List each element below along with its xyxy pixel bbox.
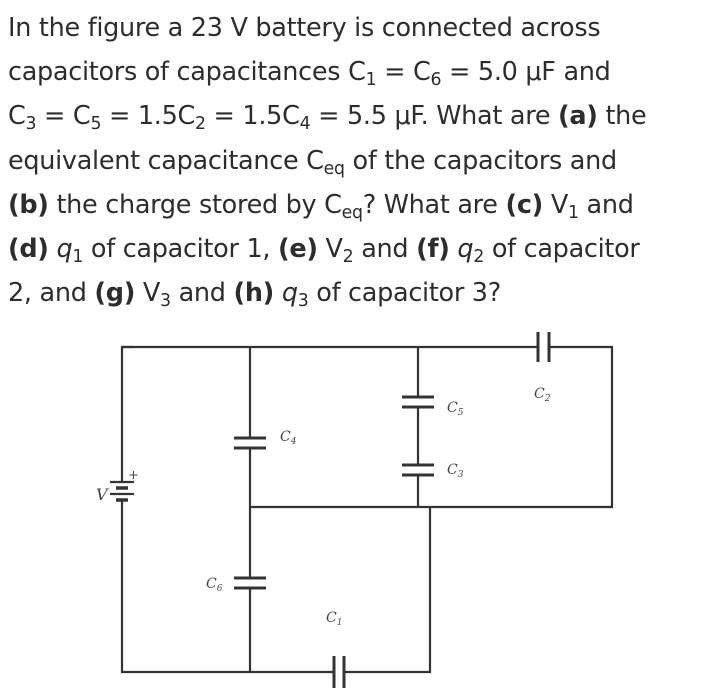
wire-bottom-right: [343, 507, 432, 674]
battery: [110, 480, 134, 502]
problem-line-2: capacitors of capacitances C1 = C6 = 5.0…: [8, 57, 611, 91]
problem-line-1: In the figure a 23 V battery is connecte…: [8, 13, 601, 43]
problem-line-3: C3 = C5 = 1.5C2 = 1.5C4 = 5.5 μF. What a…: [8, 101, 647, 135]
label-c3: C3: [447, 462, 464, 480]
circuit-diagram: + V C5 C2 C4 C3 C6 C1: [96, 332, 614, 688]
problem-line-5: (b) the charge stored by Ceq? What are (…: [8, 189, 634, 223]
problem-line-7: 2, and (g) V3 and (h) q3 of capacitor 3?: [8, 278, 501, 311]
problem-line-6: (d) q1 of capacitor 1, (e) V2 and (f) q2…: [8, 233, 640, 267]
circuit-wires: [120, 345, 614, 674]
battery-label: V: [96, 485, 109, 504]
label-c6: C6: [206, 576, 223, 594]
label-c4: C4: [280, 429, 297, 447]
battery-plus-sign: +: [128, 468, 139, 483]
problem-line-4: equivalent capacitance Ceq of the capaci…: [8, 145, 617, 179]
wire-left-top: [120, 345, 133, 482]
label-c2: C2: [534, 386, 551, 404]
label-c1: C1: [326, 610, 342, 628]
wire-right-and-middle: [250, 345, 614, 509]
problem-statement: In the figure a 23 V battery is connecte…: [8, 6, 708, 315]
label-c5: C5: [447, 400, 464, 418]
capacitor-plates: [234, 332, 551, 688]
wire-left-bottom: [120, 500, 335, 674]
